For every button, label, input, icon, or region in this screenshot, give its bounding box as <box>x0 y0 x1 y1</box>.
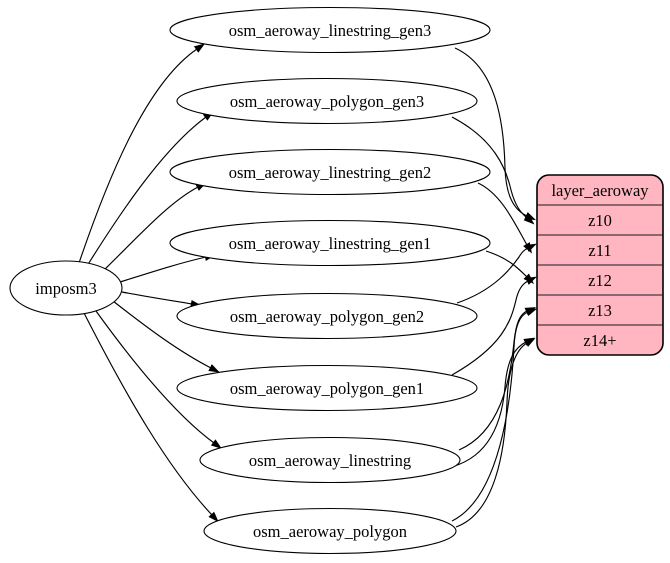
node-osm-aeroway-polygon-label: osm_aeroway_polygon <box>253 522 407 541</box>
node-osm-aeroway-polygon-gen2: osm_aeroway_polygon_gen2 <box>176 292 478 340</box>
edge-imposm3-to-linestring-gen2 <box>100 182 207 274</box>
edge-imposm3-to-linestring-gen3 <box>78 43 206 264</box>
edge-imposm3-to-polygon <box>83 312 219 523</box>
layer-row-z10: z10 <box>588 211 612 230</box>
node-imposm3-ellipse <box>9 260 123 316</box>
node-osm-aeroway-linestring-gen1-label: osm_aeroway_linestring_gen1 <box>229 234 432 253</box>
node-osm-aeroway-polygon-gen3-label: osm_aeroway_polygon_gen3 <box>230 92 424 111</box>
edges-tables-to-layer <box>446 47 538 528</box>
edge-linestring-gen2-to-z11 <box>477 182 532 254</box>
node-osm-aeroway-linestring-ellipse <box>199 436 461 484</box>
edge-imposm3-to-linestring <box>95 310 222 449</box>
node-osm-aeroway-linestring-gen3-label: osm_aeroway_linestring_gen3 <box>229 21 432 40</box>
edge-polygon-gen2-to-z11 <box>456 243 537 304</box>
node-osm-aeroway-polygon-gen1-ellipse <box>176 364 478 412</box>
node-layer-aeroway: layer_aeroway z10 z11 z12 z13 z14+ <box>536 174 664 356</box>
edge-linestring-gen3-to-z10 <box>454 47 536 221</box>
edge-polygon-to-z13 <box>451 308 538 522</box>
edge-imposm3-to-polygon-gen3 <box>86 111 214 267</box>
node-osm-aeroway-linestring-gen2-ellipse <box>169 148 491 196</box>
node-osm-aeroway-polygon-gen3-ellipse <box>176 77 478 125</box>
edge-linestring-to-z13 <box>458 307 537 451</box>
edge-polygon-gen1-to-z12 <box>451 276 537 376</box>
edge-polygon-gen3-to-z10 <box>451 116 535 225</box>
edge-imposm3-to-polygon-gen1 <box>112 300 220 373</box>
node-osm-aeroway-linestring-gen1-ellipse <box>169 219 491 267</box>
layer-row-z13: z13 <box>588 301 612 320</box>
edge-imposm3-to-linestring-gen1 <box>119 253 216 283</box>
edges-source-to-tables <box>78 43 222 523</box>
layer-row-z14: z14+ <box>583 331 616 350</box>
edge-polygon-to-z14 <box>455 338 536 528</box>
node-osm-aeroway-linestring-gen2-label: osm_aeroway_linestring_gen2 <box>229 163 432 182</box>
node-osm-aeroway-linestring-gen1: osm_aeroway_linestring_gen1 <box>169 219 491 267</box>
node-osm-aeroway-linestring: osm_aeroway_linestring <box>199 436 461 484</box>
node-osm-aeroway-linestring-gen2: osm_aeroway_linestring_gen2 <box>169 148 491 196</box>
edge-linestring-gen1-to-z12 <box>485 250 535 285</box>
node-osm-aeroway-polygon-ellipse <box>203 507 457 555</box>
node-osm-aeroway-polygon-gen3: osm_aeroway_polygon_gen3 <box>176 77 478 125</box>
node-imposm3: imposm3 <box>9 260 123 316</box>
layer-row-z12: z12 <box>588 271 612 290</box>
node-osm-aeroway-polygon-gen2-ellipse <box>176 292 478 340</box>
node-osm-aeroway-polygon-gen1-label: osm_aeroway_polygon_gen1 <box>230 379 424 398</box>
node-osm-aeroway-linestring-gen3: osm_aeroway_linestring_gen3 <box>169 6 491 54</box>
node-osm-aeroway-polygon: osm_aeroway_polygon <box>203 507 457 555</box>
node-osm-aeroway-polygon-gen2-label: osm_aeroway_polygon_gen2 <box>230 307 424 326</box>
edge-imposm3-to-polygon-gen2 <box>121 291 202 308</box>
node-imposm3-label: imposm3 <box>35 279 96 298</box>
node-osm-aeroway-linestring-gen3-ellipse <box>169 6 491 54</box>
layer-row-z11: z11 <box>588 241 611 260</box>
node-osm-aeroway-linestring-label: osm_aeroway_linestring <box>249 451 411 470</box>
layer-aeroway-title: layer_aeroway <box>551 181 649 200</box>
node-osm-aeroway-polygon-gen1: osm_aeroway_polygon_gen1 <box>176 364 478 412</box>
edge-linestring-to-z14 <box>446 337 535 469</box>
